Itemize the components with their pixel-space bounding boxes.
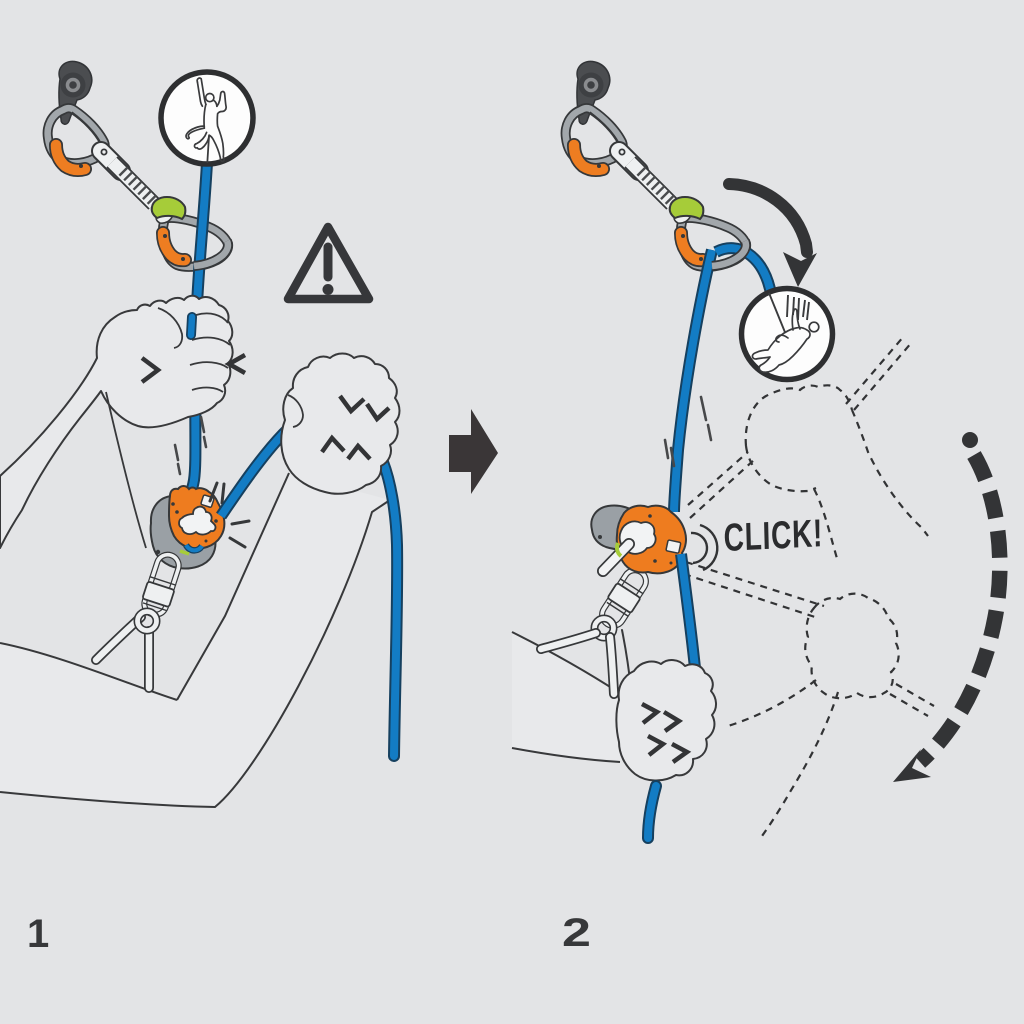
svg-text:2: 2 — [562, 910, 591, 955]
svg-text:CLICK!: CLICK! — [723, 512, 823, 560]
svg-text:1: 1 — [27, 912, 49, 956]
